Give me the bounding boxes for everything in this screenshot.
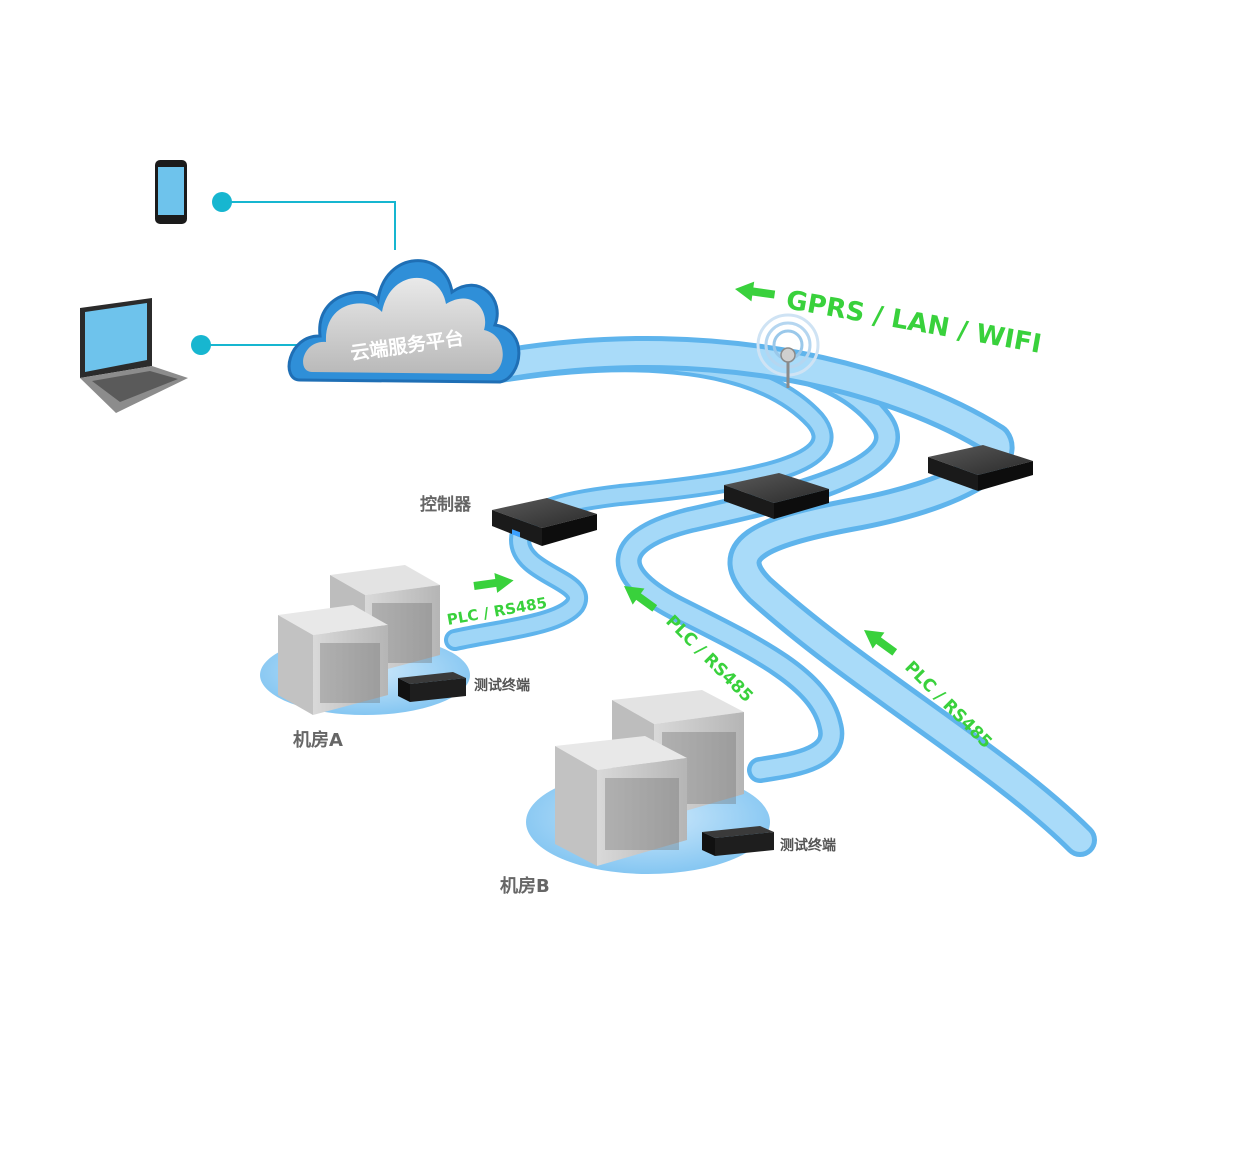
room-b-label: 机房B — [500, 875, 550, 897]
arrow-icon — [864, 630, 898, 656]
test-terminal-icon — [398, 672, 466, 702]
server-cabinet-icon — [278, 605, 388, 715]
tablet-connector-line — [222, 201, 396, 250]
room-a-terminal-label: 测试终端 — [474, 677, 530, 694]
room-a-label: 机房A — [293, 729, 343, 751]
data-pipes — [444, 335, 1097, 857]
room-b-terminal-label: 测试终端 — [780, 837, 836, 854]
arrow-icon — [473, 573, 514, 593]
tablet-icon — [155, 160, 187, 224]
controller-box-icon — [724, 473, 829, 519]
cloud-icon — [287, 259, 521, 384]
laptop-icon — [80, 298, 188, 413]
arrow-icon — [735, 281, 776, 302]
comm-label: GPRS / LAN / WIFI — [784, 285, 1044, 359]
controller-box-icon — [492, 498, 597, 546]
test-terminal-icon — [702, 826, 774, 856]
antenna-icon — [756, 313, 820, 388]
server-cabinet-icon — [555, 736, 687, 866]
arrow-icon — [624, 586, 658, 612]
controller-label: 控制器 — [420, 494, 472, 515]
controller-box-icon — [928, 445, 1033, 491]
